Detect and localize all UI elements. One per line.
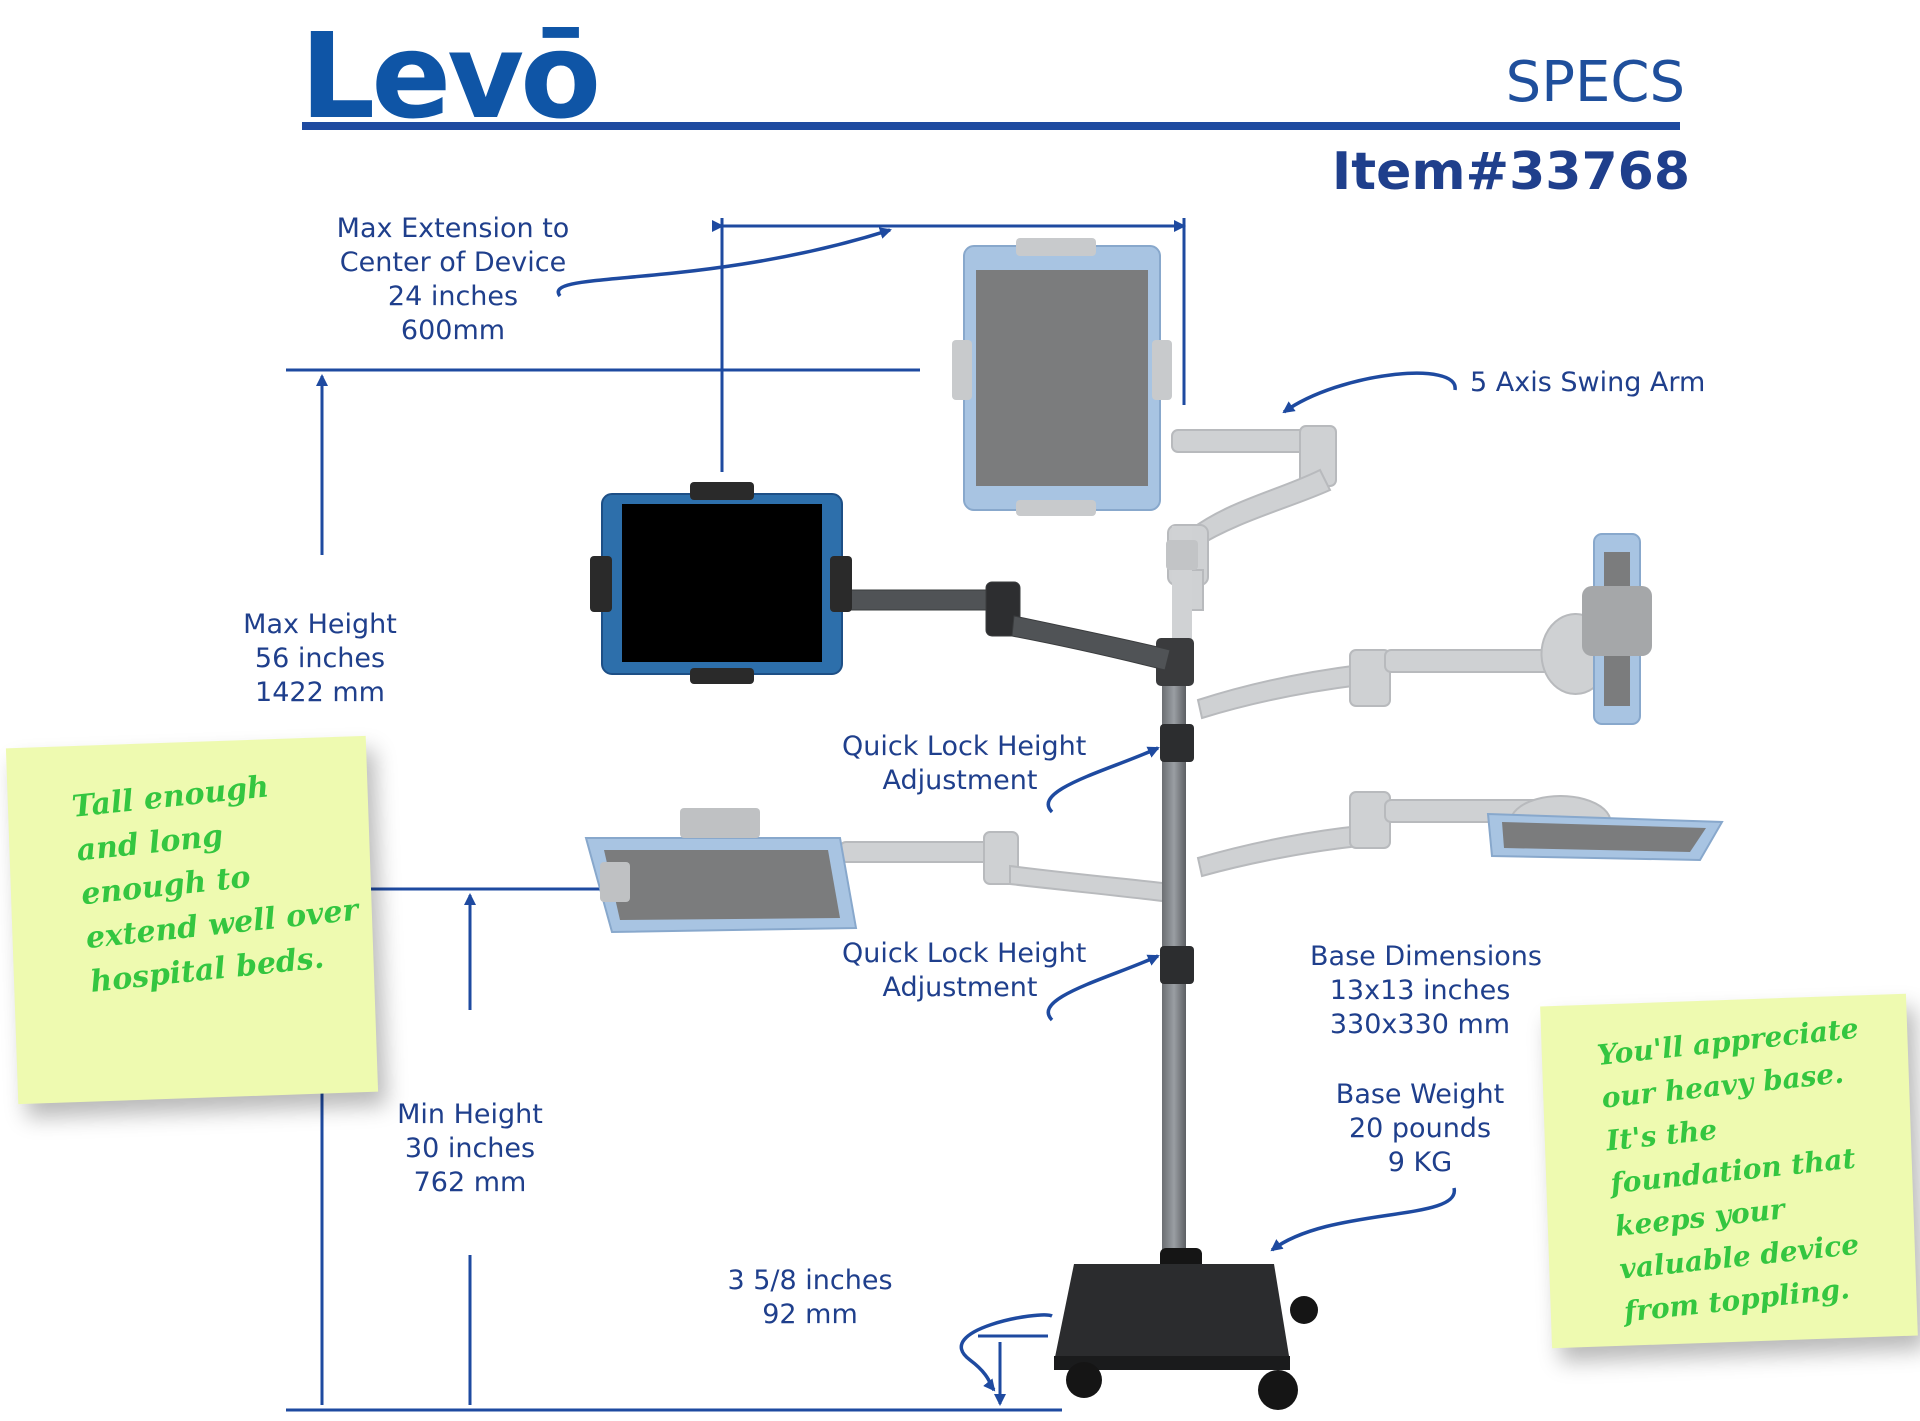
ghost-tablets	[584, 238, 1724, 934]
clearance-label: 3 5/8 inches 92 mm	[727, 1265, 893, 1330]
swing-arm-label: 5 Axis Swing Arm	[1470, 367, 1706, 398]
item-number: Item#33768	[1331, 142, 1690, 202]
quick-lock-lower-label: Quick Lock Height Adjustment	[842, 938, 1087, 1003]
specs-heading: SPECS	[1505, 50, 1685, 115]
wheeled-base	[1054, 1264, 1318, 1410]
sticky-note-left-text: Tall enough and long enough to extend we…	[70, 769, 360, 1000]
callout-arrows	[556, 227, 1457, 1392]
min-height-label: Min Height 30 inches 762 mm	[397, 1099, 543, 1198]
sticky-note-right: You'll appreciate our heavy base. It's t…	[1540, 993, 1918, 1349]
dimension-lines	[286, 218, 1186, 1412]
main-arm	[837, 581, 1171, 671]
base-weight-label: Base Weight 20 pounds 9 KG	[1335, 1079, 1505, 1178]
main-pole	[1156, 526, 1202, 1304]
base-dimensions-label: Base Dimensions 13x13 inches 330x330 mm	[1310, 941, 1542, 1040]
max-height-label: Max Height 56 inches 1422 mm	[243, 609, 397, 708]
header-rule	[302, 122, 1680, 130]
sticky-note-left: Tall enough and long enough to extend we…	[5, 735, 379, 1105]
quick-lock-upper-label: Quick Lock Height Adjustment	[842, 731, 1087, 796]
sticky-note-right-text: You'll appreciate our heavy base. It's t…	[1595, 1011, 1861, 1329]
max-extension-label: Max Extension to Center of Device 24 inc…	[336, 213, 570, 346]
main-tablet	[590, 482, 852, 684]
